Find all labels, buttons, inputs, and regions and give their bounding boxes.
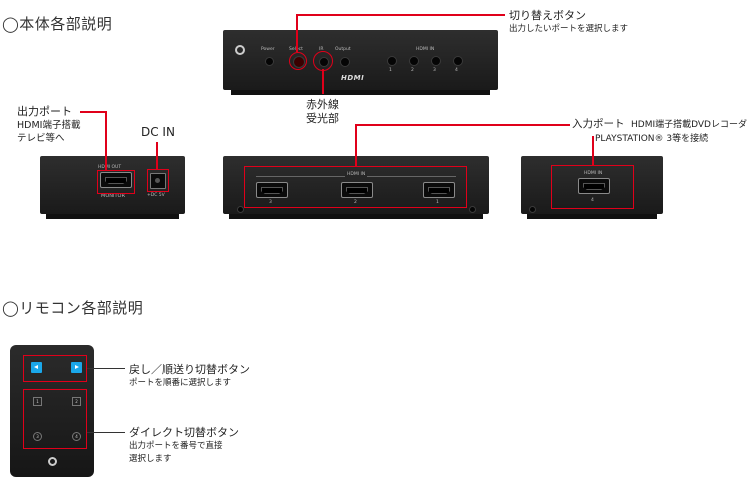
direct-buttons-highlight xyxy=(23,389,87,449)
front-panel-device: Power Select IR Output HDMI IN 1 2 3 4 H… xyxy=(223,30,498,95)
port-label-1: 1 xyxy=(436,200,439,205)
output-callout-line-v xyxy=(105,111,107,171)
monitor-label: MONITOR xyxy=(101,193,125,199)
port-label-2: 2 xyxy=(354,200,357,205)
port-number-2: 2 xyxy=(411,68,414,73)
arrow-left-icon xyxy=(34,365,38,369)
power-label: Power xyxy=(261,47,275,52)
output-label: Output xyxy=(335,47,351,52)
section-heading-main-unit: ◯本体各部説明 xyxy=(2,15,113,33)
port-number-1: 1 xyxy=(389,68,392,73)
hdmi-input-port-3 xyxy=(256,182,288,198)
remote-nav-desc: ポートを順番に選択します xyxy=(129,378,232,388)
hdmi-input-port-2 xyxy=(341,182,373,198)
select-highlight xyxy=(289,52,307,70)
switch-callout-line-v xyxy=(296,14,298,52)
rear-panel-output-device: HDMI OUT MONITOR +DC 5V xyxy=(40,156,185,219)
brand-logo-icon xyxy=(235,45,245,55)
port-led-2 xyxy=(409,56,419,66)
port-label-3: 3 xyxy=(269,200,272,205)
port-led-3 xyxy=(431,56,441,66)
input-callout-line-h xyxy=(355,124,570,126)
port-led-1 xyxy=(387,56,397,66)
switch-callout-line-h xyxy=(296,14,505,16)
hdmi-output-port xyxy=(100,172,132,188)
next-button[interactable] xyxy=(71,362,82,373)
remote-nav-title: 戻し／順送り切替ボタン xyxy=(129,363,250,376)
port-number-4: 4 xyxy=(455,68,458,73)
power-led xyxy=(265,57,274,66)
output-port-desc2: テレビ等へ xyxy=(17,133,65,144)
input-port-desc2: PLAYSTATION® 3等を接続 xyxy=(595,134,709,144)
hdmi-in-group-label: HDMI IN xyxy=(345,172,368,177)
hdmi-input-port-1 xyxy=(423,182,455,198)
select-label: Select xyxy=(289,47,303,52)
screw-port4 xyxy=(529,206,536,213)
port4-highlight xyxy=(551,165,634,209)
remote-direct-desc1: 出力ポートを番号で直接 xyxy=(129,441,223,451)
remote-logo-icon xyxy=(48,457,57,466)
remote-callout1-line xyxy=(87,368,125,369)
ir-label-line1: 赤外線 xyxy=(306,98,339,111)
remote-direct-title: ダイレクト切替ボタン xyxy=(129,426,239,439)
input-ports-highlight xyxy=(244,166,467,208)
port-label-4: 4 xyxy=(591,198,594,203)
output-port-desc1: HDMI端子搭載 xyxy=(17,120,81,131)
port-led-4 xyxy=(453,56,463,66)
dc-in-highlight xyxy=(147,169,169,192)
input-callout-line-v1 xyxy=(355,124,357,166)
input-port-desc1: HDMI端子搭載DVDレコーダ、 xyxy=(631,120,747,130)
hdmi-out-label: HDMI OUT xyxy=(98,165,122,170)
remote-callout2-line xyxy=(87,432,125,433)
nav-buttons-highlight xyxy=(23,355,87,382)
prev-button[interactable] xyxy=(31,362,42,373)
port-number-3: 3 xyxy=(433,68,436,73)
switch-button-title: 切り替えボタン xyxy=(509,9,586,22)
hdmi-in-port4-label: HDMI IN xyxy=(584,171,603,176)
screw-left xyxy=(237,206,244,213)
input-callout-line-v2 xyxy=(592,136,594,166)
remote-direct-desc2: 選択します xyxy=(129,454,172,464)
section-heading-remote: ◯リモコン各部説明 xyxy=(2,299,144,317)
switch-button-desc: 出力したいポートを選択します xyxy=(509,24,629,34)
remote-button-3[interactable]: 3 xyxy=(33,432,42,441)
dc-voltage-label: +DC 5V xyxy=(147,193,165,198)
ir-highlight xyxy=(313,51,333,71)
hdmi-input-port-4 xyxy=(578,178,610,194)
dc-in-title: DC IN xyxy=(141,125,175,139)
output-callout-line-h xyxy=(80,111,106,113)
remote-button-1[interactable]: 1 xyxy=(33,397,42,406)
remote-control: 1 2 3 4 xyxy=(10,345,94,477)
dc-in-jack xyxy=(150,173,166,189)
output-port-highlight xyxy=(97,170,135,194)
screw-right xyxy=(469,206,476,213)
input-port-title: 入力ポート xyxy=(572,118,625,130)
hdmi-in-label: HDMI IN xyxy=(416,47,435,52)
output-led xyxy=(340,57,350,67)
remote-button-2[interactable]: 2 xyxy=(72,397,81,406)
remote-button-4[interactable]: 4 xyxy=(72,432,81,441)
dcin-callout-line xyxy=(156,142,158,170)
output-port-title: 出力ポート xyxy=(17,105,72,118)
ir-label-line2: 受光部 xyxy=(306,112,339,125)
ir-callout-line xyxy=(322,69,324,94)
ir-label: IR xyxy=(319,47,324,52)
arrow-right-icon xyxy=(75,365,79,369)
hdmi-logo: HDMI xyxy=(341,74,365,82)
